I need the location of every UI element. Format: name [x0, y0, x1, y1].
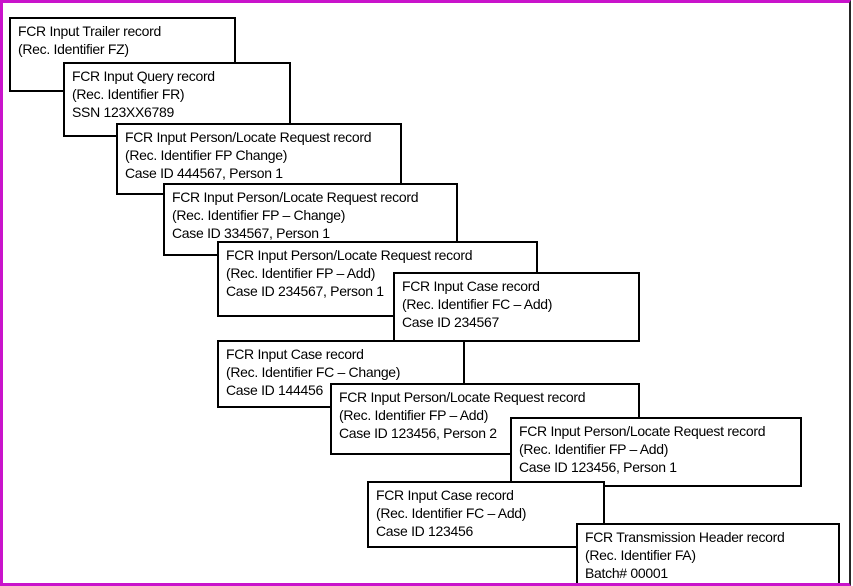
record-line: (Rec. Identifier FP – Change)	[172, 207, 346, 223]
record-line: FCR Input Person/Locate Request record	[339, 389, 586, 405]
record-line: Case ID 234567	[402, 314, 499, 330]
record-line: (Rec. Identifier FC – Add)	[402, 296, 553, 312]
record-line: Case ID 123456	[376, 523, 473, 539]
record-line: Case ID 123456, Person 1	[519, 459, 677, 475]
record-line: Case ID 144456	[226, 382, 323, 398]
record-line: Case ID 123456, Person 2	[339, 425, 497, 441]
fcr-transmission-header-record-box: FCR Transmission Header record (Rec. Iden…	[576, 523, 840, 585]
record-line: (Rec. Identifier FA)	[585, 547, 696, 563]
record-line: FCR Input Person/Locate Request record	[172, 189, 419, 205]
record-line: (Rec. Identifier FP – Add)	[339, 407, 489, 423]
fcr-input-case-record-123456-box: FCR Input Case record (Rec. Identifier FC…	[367, 481, 605, 548]
record-line: (Rec. Identifier FP Change)	[125, 147, 288, 163]
record-line: Batch# 00001	[585, 565, 668, 581]
record-line: (Rec. Identifier FC – Add)	[376, 505, 527, 521]
record-line: Case ID 334567, Person 1	[172, 225, 330, 241]
fcr-input-case-record-234567-box: FCR Input Case record (Rec. Identifier FC…	[393, 272, 640, 342]
record-line: Case ID 444567, Person 1	[125, 165, 283, 181]
record-line: (Rec. Identifier FP – Add)	[519, 441, 669, 457]
record-line: FCR Input Person/Locate Request record	[519, 423, 766, 439]
record-line: FCR Input Case record	[402, 278, 540, 294]
record-line: FCR Input Person/Locate Request record	[125, 129, 372, 145]
record-line: (Rec. Identifier FR)	[72, 86, 185, 102]
record-line: Case ID 234567, Person 1	[226, 283, 384, 299]
fcr-input-person-locate-request-123456-person1-box: FCR Input Person/Locate Request record (R…	[510, 417, 802, 487]
record-line: FCR Transmission Header record	[585, 529, 785, 545]
fcr-input-person-locate-request-234567-box: FCR Input Person/Locate Request record (R…	[217, 241, 538, 317]
record-line: FCR Input Case record	[226, 346, 364, 362]
record-line: (Rec. Identifier FC – Change)	[226, 364, 401, 380]
fcr-input-query-record-box: FCR Input Query record (Rec. Identifier F…	[63, 62, 291, 137]
record-line: FCR Input Query record	[72, 68, 215, 84]
record-line: (Rec. Identifier FP – Add)	[226, 265, 376, 281]
record-line: FCR Input Person/Locate Request record	[226, 247, 473, 263]
record-line: (Rec. Identifier FZ)	[18, 41, 129, 57]
record-line: FCR Input Trailer record	[18, 23, 161, 39]
record-line: SSN 123XX6789	[72, 104, 174, 120]
record-line: FCR Input Case record	[376, 487, 514, 503]
